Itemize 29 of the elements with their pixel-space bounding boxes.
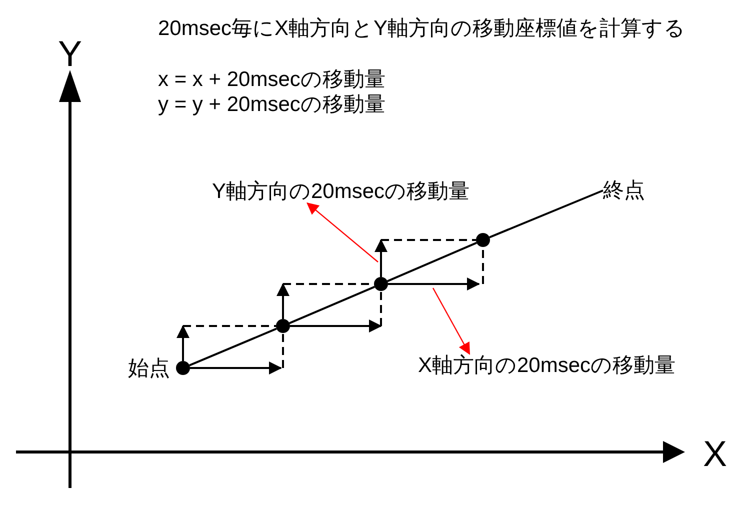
- description-text: 20msec毎にX軸方向とY軸方向の移動座標値を計算する: [158, 17, 686, 40]
- arrow: [190, 362, 282, 374]
- point-label: 終点: [603, 179, 645, 202]
- dashed-line: [380, 291, 382, 326]
- arrow: [176, 325, 190, 361]
- dashed-line: [183, 325, 276, 327]
- point-dot: [276, 319, 290, 333]
- arrow: [276, 283, 290, 319]
- formula-text: x = x + 20msecの移動量: [158, 68, 386, 92]
- axis-label: Y: [58, 34, 82, 74]
- annotation-text: Y軸方向の20msecの移動量: [212, 180, 470, 204]
- dashed-line: [482, 247, 484, 284]
- dashed-line: [282, 333, 284, 368]
- arrow: [290, 320, 382, 332]
- point-dot: [476, 233, 490, 247]
- trajectory-line: [489, 190, 604, 238]
- leader-arrow: [306, 202, 378, 262]
- formula-text: y = y + 20msecの移動量: [158, 93, 386, 116]
- point-label: 始点: [128, 356, 170, 380]
- trajectory-line: [289, 286, 375, 324]
- trajectory-line: [189, 328, 277, 366]
- dashed-line: [381, 239, 476, 241]
- arrow: [374, 239, 388, 277]
- trajectory-line: [387, 242, 477, 282]
- annotation-text: X軸方向の20msecの移動量: [418, 354, 676, 378]
- point-dot: [374, 277, 388, 291]
- arrow: [388, 278, 480, 290]
- leader-arrow: [432, 288, 470, 355]
- axis-label: X: [703, 434, 728, 474]
